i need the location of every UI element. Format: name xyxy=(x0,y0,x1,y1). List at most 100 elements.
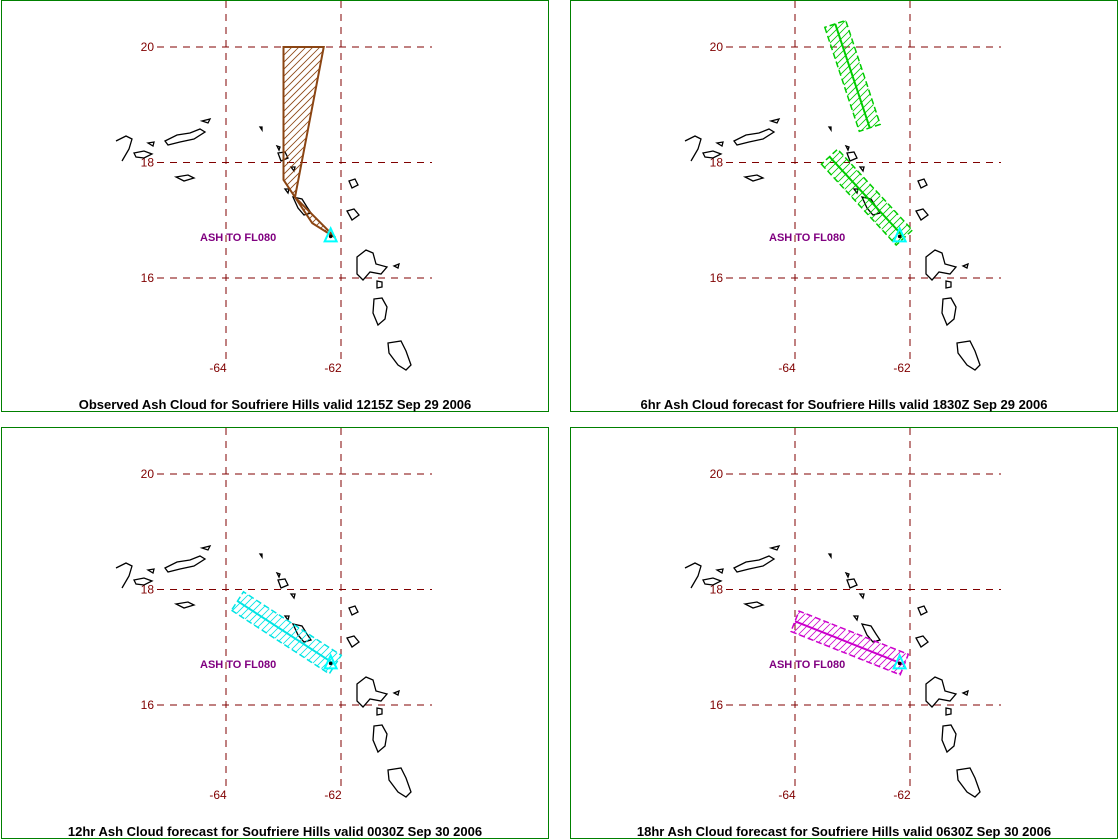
island-outline xyxy=(275,144,281,152)
panel-caption: Observed Ash Cloud for Soufriere Hills v… xyxy=(78,397,472,412)
island-outline xyxy=(961,262,969,269)
ash-cloud-hatch xyxy=(790,611,909,675)
ash-cloud-axis xyxy=(236,600,336,666)
island-outline xyxy=(702,577,723,586)
island-outline xyxy=(392,689,400,696)
island-outline xyxy=(146,568,155,575)
island-outline xyxy=(146,141,155,148)
island-outline xyxy=(164,555,207,573)
island-outline xyxy=(392,262,400,269)
coastlines xyxy=(684,545,981,798)
island-outline xyxy=(283,188,290,195)
lat-tick-label: 18 xyxy=(710,156,724,170)
lat-tick-label: 18 xyxy=(710,583,724,597)
panel-caption: 18hr Ash Cloud forecast for Soufriere Hi… xyxy=(636,824,1052,839)
ash-cloud-outline xyxy=(820,148,914,247)
lat-tick-label: 20 xyxy=(710,40,724,54)
ash-cloud-outline xyxy=(230,590,343,675)
island-outline xyxy=(115,562,133,589)
island-outline xyxy=(715,141,724,148)
island-outline xyxy=(275,571,281,579)
island-outline xyxy=(387,767,412,798)
coastlines xyxy=(115,545,412,798)
island-outline xyxy=(173,174,196,182)
island-outline xyxy=(258,553,263,560)
lon-tick-label: -62 xyxy=(893,788,911,802)
lat-tick-label: 20 xyxy=(141,467,155,481)
island-outline xyxy=(860,196,882,216)
island-outline xyxy=(173,601,196,609)
ash-level-label: ASH TO FL080 xyxy=(769,659,845,671)
island-outline xyxy=(768,545,781,551)
island-outline xyxy=(348,605,359,616)
volcano-icon xyxy=(323,653,339,670)
lon-tick-label: -64 xyxy=(209,361,227,375)
volcano-dot xyxy=(897,234,902,239)
lat-tick-label: 20 xyxy=(141,40,155,54)
island-outline xyxy=(860,623,882,643)
island-outline xyxy=(715,568,724,575)
island-outline xyxy=(827,126,832,133)
island-outline xyxy=(827,553,832,560)
island-outline xyxy=(348,178,359,189)
island-outline xyxy=(846,578,858,589)
ash-cloud-outline xyxy=(823,19,882,133)
island-outline xyxy=(684,135,702,162)
island-outline xyxy=(372,724,388,754)
island-outline xyxy=(846,151,858,162)
island-outline xyxy=(945,707,952,716)
island-outline xyxy=(356,249,389,281)
lat-tick-label: 16 xyxy=(710,698,724,712)
island-outline xyxy=(852,615,859,622)
ash-level-label: ASH TO FL080 xyxy=(769,232,845,244)
island-outline xyxy=(941,724,957,754)
volcano-icon xyxy=(323,226,339,243)
ash-cloud-hatch xyxy=(283,47,336,238)
lat-tick-label: 18 xyxy=(141,583,155,597)
island-outline xyxy=(915,208,929,221)
island-outline xyxy=(961,689,969,696)
island-outline xyxy=(277,578,289,589)
coastlines xyxy=(115,118,412,371)
island-outline xyxy=(844,144,850,152)
island-outline xyxy=(289,593,296,600)
lon-tick-label: -62 xyxy=(893,361,911,375)
ash-level-label: ASH TO FL080 xyxy=(200,659,276,671)
lat-tick-label: 16 xyxy=(141,698,155,712)
island-outline xyxy=(844,571,850,579)
island-outline xyxy=(115,135,133,162)
island-outline xyxy=(164,128,207,146)
island-outline xyxy=(768,118,781,124)
island-outline xyxy=(742,601,765,609)
volcano-icon xyxy=(892,226,908,243)
island-outline xyxy=(858,593,865,600)
island-outline xyxy=(945,280,952,289)
lon-tick-label: -62 xyxy=(324,788,342,802)
island-outline xyxy=(133,577,154,586)
island-outline xyxy=(917,605,928,616)
volcano-icon xyxy=(892,653,908,670)
panel-caption: 6hr Ash Cloud forecast for Soufriere Hil… xyxy=(640,397,1048,412)
island-outline xyxy=(941,297,957,327)
ash-cloud-axis xyxy=(828,156,905,239)
island-outline xyxy=(702,150,723,159)
island-outline xyxy=(917,178,928,189)
island-outline xyxy=(346,208,360,221)
island-outline xyxy=(376,280,383,289)
ash-cloud-axis xyxy=(834,23,871,129)
island-outline xyxy=(387,340,412,371)
lon-tick-label: -64 xyxy=(778,361,796,375)
island-outline xyxy=(733,555,776,573)
island-outline xyxy=(291,623,313,643)
volcano-dot xyxy=(328,234,333,239)
ash-cloud-hatch xyxy=(231,591,342,674)
lat-tick-label: 18 xyxy=(141,156,155,170)
lat-tick-label: 20 xyxy=(710,467,724,481)
ash-level-label: ASH TO FL080 xyxy=(200,232,276,244)
ash-cloud-outline xyxy=(789,610,910,676)
island-outline xyxy=(956,767,981,798)
